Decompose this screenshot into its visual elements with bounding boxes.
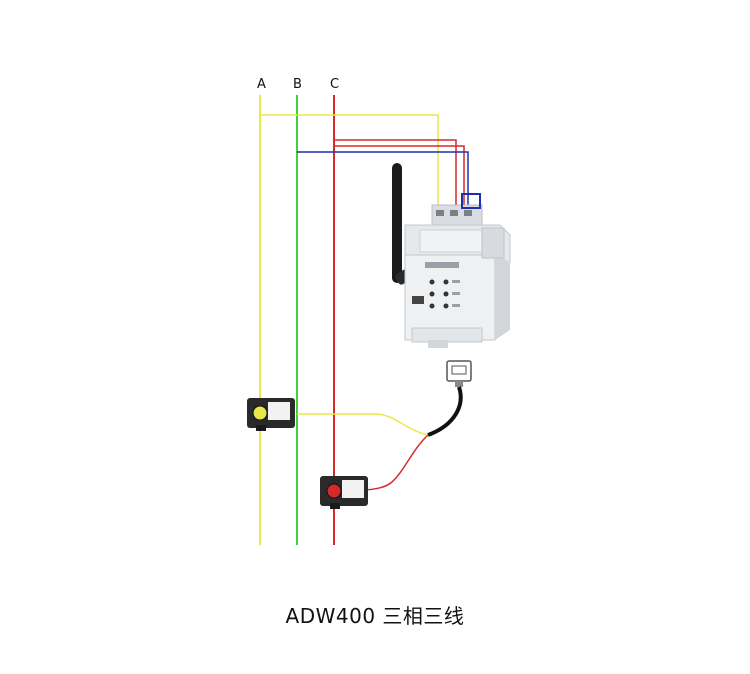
current-transformer-c: [320, 476, 368, 509]
ct-wire-red: [359, 434, 429, 491]
current-transformer-a: [247, 398, 295, 431]
tap-wire-c2: [334, 145, 465, 210]
tap-wire-blue: [297, 151, 469, 210]
tap-wire-a: [260, 114, 439, 210]
phase-label-c: C: [330, 77, 339, 92]
tap-wire-c: [334, 139, 457, 210]
ct-wire-yellow: [297, 413, 429, 436]
ct-cable: [427, 386, 463, 437]
phase-label-b: B: [293, 77, 302, 92]
meter-device: [404, 193, 511, 348]
phase-label-a: A: [257, 77, 266, 92]
rj45-connector-icon: [446, 360, 472, 387]
diagram-caption: ADW400 三相三线: [285, 604, 465, 628]
